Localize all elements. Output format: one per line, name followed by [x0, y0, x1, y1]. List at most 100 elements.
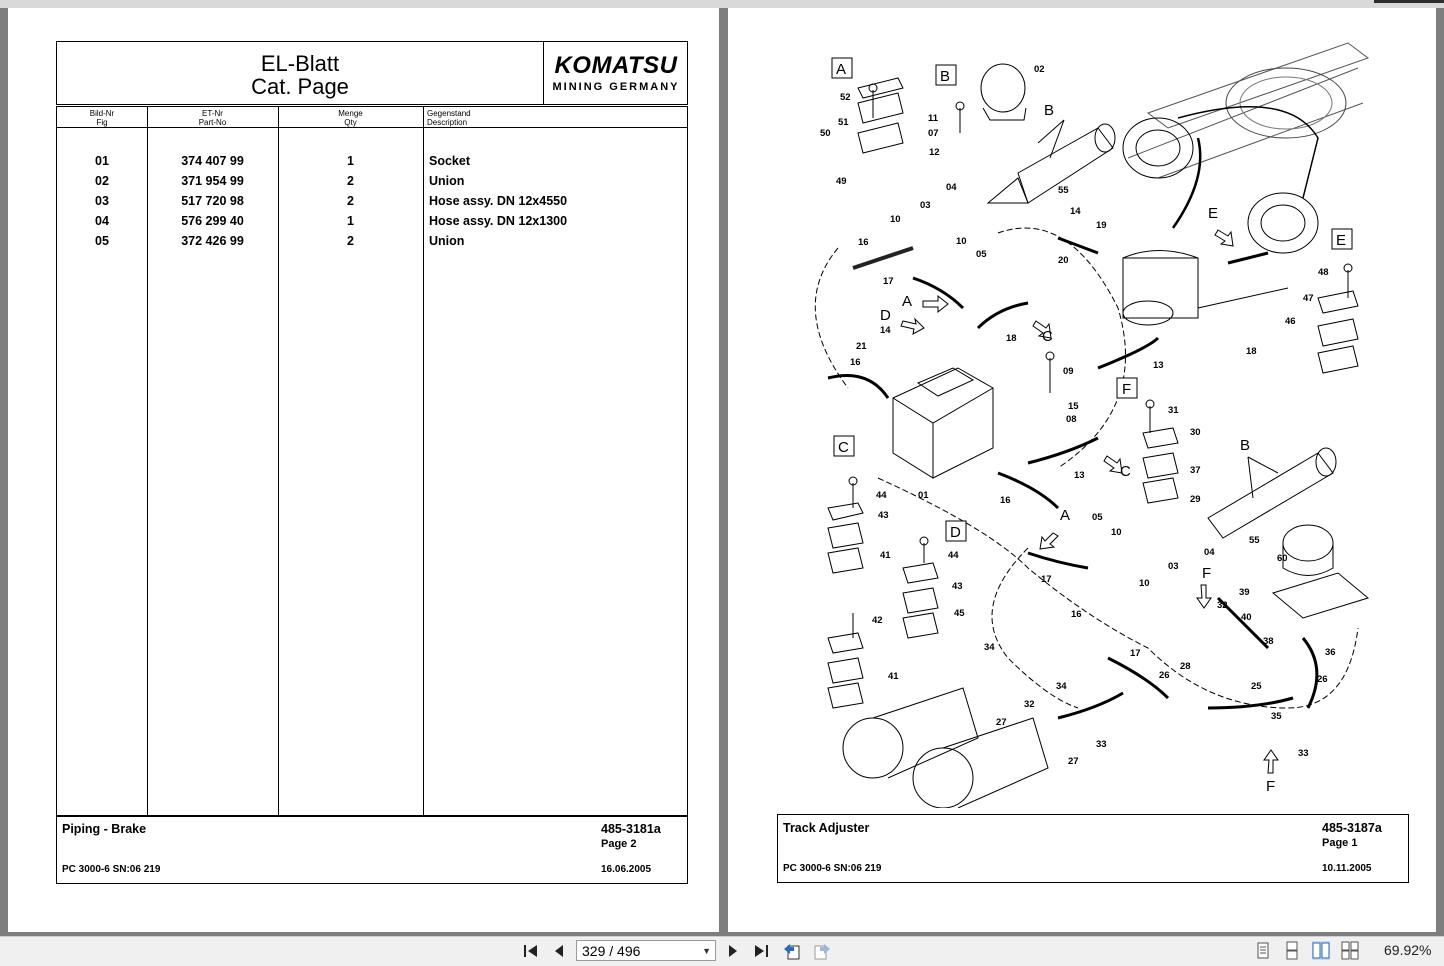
part-callout: 09 — [1063, 366, 1074, 377]
next-page-button[interactable] — [722, 940, 744, 962]
cell-part: 374 407 99 — [181, 154, 244, 168]
cell-qty: 1 — [347, 154, 354, 168]
column-header-en: Part-No — [198, 118, 227, 127]
footer-model: PC 3000-6 SN:06 219 — [783, 863, 882, 874]
single-page-view-button[interactable] — [1254, 941, 1272, 960]
footer-code: 485-3187a — [1322, 821, 1382, 835]
part-callout: 17 — [1130, 648, 1141, 659]
column-header-de: ET-Nr — [202, 109, 223, 118]
go-back-view-button[interactable] — [780, 940, 804, 962]
part-callout: 13 — [1153, 360, 1164, 371]
column-header-de: Menge — [338, 109, 363, 118]
part-callout: 07 — [928, 128, 939, 139]
cell-part: 371 954 99 — [181, 174, 244, 188]
cell-qty: 1 — [347, 214, 354, 228]
part-callout: 27 — [1068, 756, 1079, 767]
right-page: A B C D E F B A D C E C B A F F 02 52 51 — [728, 8, 1436, 932]
cell-qty: 2 — [347, 194, 354, 208]
part-callout: 48 — [1318, 267, 1329, 278]
part-callout: 36 — [1325, 647, 1336, 658]
zoom-level[interactable]: 69.92% — [1384, 942, 1432, 958]
part-callout: 37 — [1190, 465, 1201, 476]
part-callout: 10 — [1111, 527, 1122, 538]
continuous-facing-view-button[interactable] — [1341, 941, 1359, 960]
part-callout: 16 — [1000, 495, 1011, 506]
section-letter-f: F — [1122, 381, 1131, 398]
cell-desc: Socket — [429, 154, 470, 168]
cell-part: 372 426 99 — [181, 234, 244, 248]
footer-date: 16.06.2005 — [601, 864, 652, 875]
part-callout: 14 — [880, 325, 891, 336]
part-callout: 19 — [1096, 220, 1107, 231]
footer-page: Page 1 — [1322, 837, 1358, 849]
footer-code: 485-3181a — [601, 822, 661, 836]
part-callout: 27 — [996, 717, 1007, 728]
viewer-toolbar: 329 / 496 ▼ 69.92% — [0, 936, 1444, 966]
column-divider — [278, 107, 279, 815]
part-callout: 25 — [1251, 681, 1262, 692]
part-callout: 52 — [840, 92, 851, 103]
part-callout: 08 — [1066, 414, 1077, 425]
komatsu-logo: KOMATSU MINING GERMANY — [543, 42, 688, 104]
previous-page-icon — [555, 945, 563, 957]
page-number-input[interactable]: 329 / 496 ▼ — [576, 940, 716, 961]
header-divider — [57, 127, 687, 128]
window-accent — [1374, 0, 1444, 3]
cell-desc: Union — [429, 234, 465, 248]
part-callout: 30 — [1190, 427, 1201, 438]
continuous-view-button[interactable] — [1283, 941, 1301, 960]
section-letter-d: D — [950, 524, 961, 541]
part-callout: 28 — [1180, 661, 1191, 672]
last-page-button[interactable] — [750, 940, 772, 962]
section-letter-a: A — [1060, 507, 1070, 524]
part-callout: 12 — [929, 147, 940, 158]
part-callout: 31 — [1168, 405, 1179, 416]
section-letter-f: F — [1266, 778, 1275, 795]
part-callout: 16 — [858, 237, 869, 248]
column-header-en: Qty — [344, 118, 357, 127]
first-page-button[interactable] — [520, 940, 542, 962]
cell-part: 576 299 40 — [181, 214, 244, 228]
part-callout: 34 — [984, 642, 995, 653]
facing-view-button[interactable] — [1312, 941, 1330, 960]
part-callout: 17 — [1041, 574, 1052, 585]
part-callout: 03 — [920, 200, 931, 211]
column-header-part: ET-Nr Part-No — [147, 109, 278, 127]
part-callout: 18 — [1246, 346, 1257, 357]
part-callout: 26 — [1317, 674, 1328, 685]
footer-title: Track Adjuster — [783, 821, 870, 835]
go-forward-view-button[interactable] — [810, 940, 834, 962]
chevron-down-icon[interactable]: ▼ — [702, 946, 711, 956]
cell-desc: Union — [429, 174, 465, 188]
part-callout: 41 — [880, 550, 891, 561]
exploded-parts-diagram: A B C D E F B A D C E C B A F F 02 52 51 — [814, 42, 1370, 808]
part-callout: 04 — [1204, 547, 1215, 558]
part-callout: 10 — [890, 214, 901, 225]
title-block: Piping - Brake PC 3000-6 SN:06 219 485-3… — [56, 816, 688, 884]
title-block: Track Adjuster PC 3000-6 SN:06 219 485-3… — [777, 814, 1409, 883]
column-header-fig: Bild-Nr Fig — [57, 109, 147, 127]
section-letter-a: A — [902, 293, 912, 310]
cell-qty: 2 — [347, 234, 354, 248]
previous-page-button[interactable] — [548, 940, 570, 962]
page-title: EL-Blatt Cat. Page — [57, 52, 543, 98]
part-callout: 14 — [1070, 206, 1081, 217]
part-callout: 45 — [954, 608, 965, 619]
part-callout: 05 — [1092, 512, 1103, 523]
part-callout: 35 — [1271, 711, 1282, 722]
logo-sub-text: MINING GERMANY — [552, 81, 680, 93]
column-header-en: Fig — [96, 118, 108, 127]
cell-desc: Hose assy. DN 12x1300 — [429, 214, 568, 228]
part-callout: 13 — [1074, 470, 1085, 481]
section-letter-c: C — [1120, 463, 1131, 480]
part-callout: 10 — [1139, 578, 1150, 589]
part-callout: 39 — [1239, 587, 1250, 598]
part-callout: 21 — [856, 341, 867, 352]
part-callout: 02 — [1034, 64, 1045, 75]
section-letter-b: B — [1240, 437, 1250, 454]
cell-part: 517 720 98 — [181, 194, 244, 208]
page-indicator: 329 / 496 — [582, 943, 641, 959]
part-callout: 16 — [850, 357, 861, 368]
title-line-2: Cat. Page — [251, 74, 349, 99]
part-callout: 32 — [1024, 699, 1035, 710]
